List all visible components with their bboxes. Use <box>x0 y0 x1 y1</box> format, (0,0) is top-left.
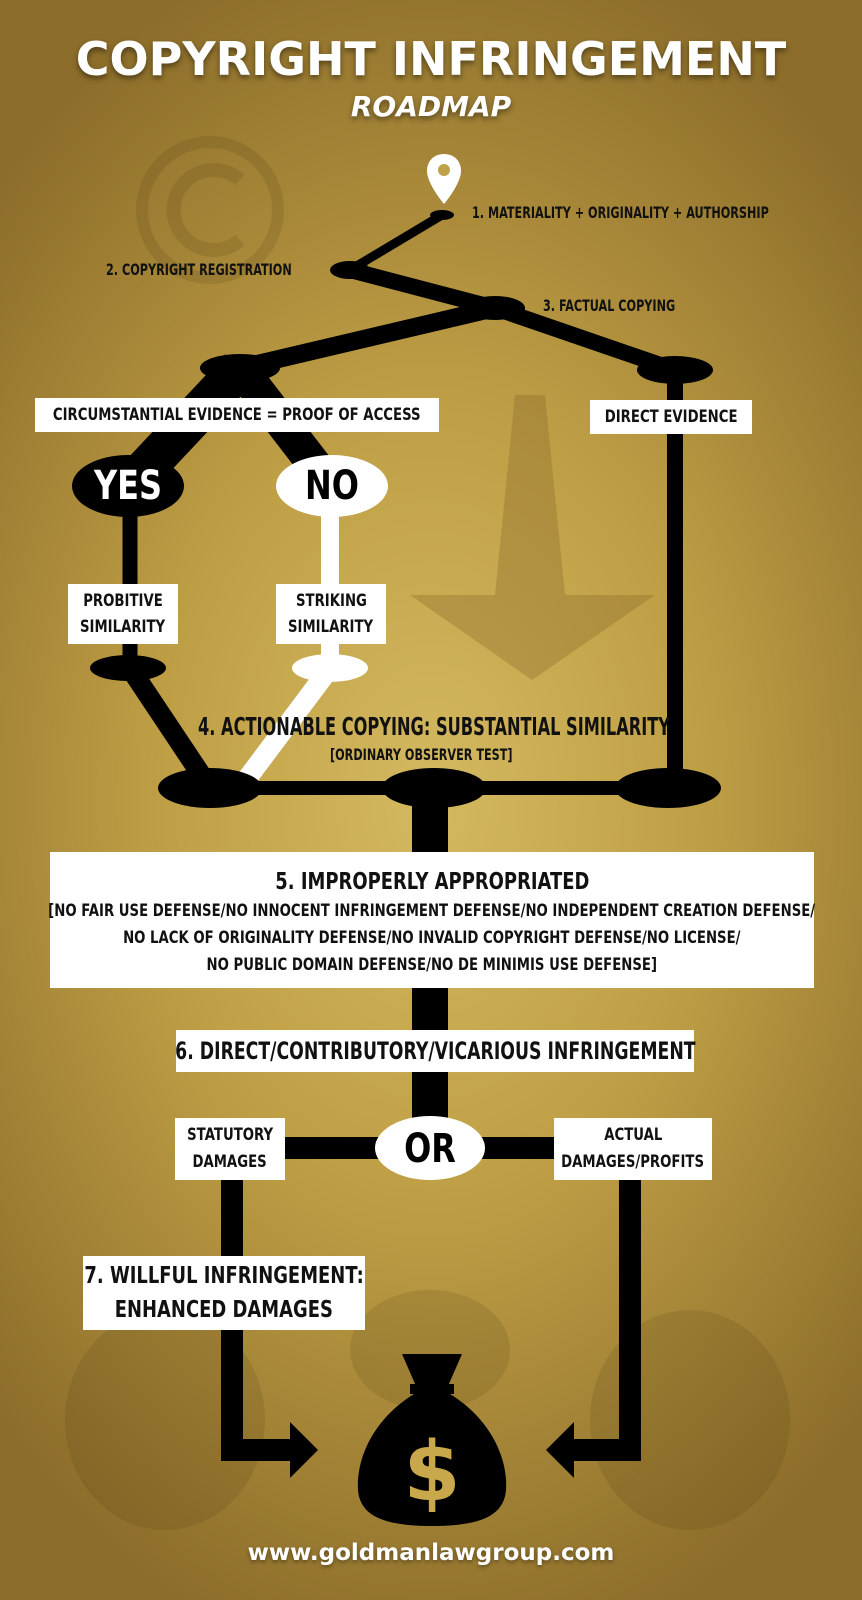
step-5-line-3: NO PUBLIC DOMAIN DEFENSE/NO DE MINIMIS U… <box>206 954 658 975</box>
or-label: OR <box>404 1126 456 1172</box>
striking-line-1: STRIKING <box>295 591 367 611</box>
down-arrow-watermark-icon <box>410 395 655 680</box>
statutory-line-1: STATUTORY <box>186 1125 274 1145</box>
striking-line-2: SIMILARITY <box>288 617 374 637</box>
step-1-label: 1. MATERIALITY + ORIGINALITY + AUTHORSHI… <box>472 203 769 222</box>
actual-line-2: DAMAGES/PROFITS <box>561 1152 705 1172</box>
step-7-line-1: 7. WILLFUL INFRINGEMENT: <box>84 1263 364 1289</box>
striking-similarity-box: STRIKING SIMILARITY <box>276 584 386 644</box>
circumstantial-evidence-box: CIRCUMSTANTIAL EVIDENCE = PROOF OF ACCES… <box>35 398 439 432</box>
direct-evidence-label: DIRECT EVIDENCE <box>604 407 738 427</box>
step-2-label: 2. COPYRIGHT REGISTRATION <box>106 260 292 279</box>
step-7-line-2: ENHANCED DAMAGES <box>114 1297 334 1323</box>
probitive-line-1: PROBITIVE <box>83 591 163 611</box>
circumstantial-evidence-label: CIRCUMSTANTIAL EVIDENCE = PROOF OF ACCES… <box>53 405 421 425</box>
actual-damages-box: ACTUAL DAMAGES/PROFITS <box>554 1118 712 1180</box>
page-title: COPYRIGHT INFRINGEMENT <box>75 32 787 86</box>
page-subtitle: ROADMAP <box>350 90 512 123</box>
direct-evidence-box: DIRECT EVIDENCE <box>590 400 752 434</box>
step-7-box: 7. WILLFUL INFRINGEMENT: ENHANCED DAMAGE… <box>83 1256 365 1330</box>
step-4-sublabel: [ORDINARY OBSERVER TEST] <box>330 745 513 764</box>
yes-label: YES <box>93 463 163 509</box>
probitive-similarity-box: PROBITIVE SIMILARITY <box>68 584 178 644</box>
actual-line-1: ACTUAL <box>603 1125 663 1145</box>
step-4-label: 4. ACTIONABLE COPYING: SUBSTANTIAL SIMIL… <box>198 712 671 741</box>
statutory-damages-box: STATUTORY DAMAGES <box>175 1118 285 1180</box>
money-bag-icon: $ <box>357 1354 507 1526</box>
svg-text:$: $ <box>403 1425 460 1520</box>
location-pin-icon <box>427 154 461 204</box>
probitive-line-2: SIMILARITY <box>80 617 166 637</box>
step-6-box: 6. DIRECT/CONTRIBUTORY/VICARIOUS INFRING… <box>174 1030 696 1072</box>
step-6-label: 6. DIRECT/CONTRIBUTORY/VICARIOUS INFRING… <box>174 1037 696 1065</box>
step-5-line-2: NO LACK OF ORIGINALITY DEFENSE/NO INVALI… <box>123 927 741 948</box>
step-5-title: 5. IMPROPERLY APPROPRIATED <box>274 868 590 895</box>
copyright-watermark-icon <box>136 136 284 284</box>
step-5-line-1: [NO FAIR USE DEFENSE/NO INNOCENT INFRING… <box>48 900 816 921</box>
footer-url[interactable]: www.goldmanlawgroup.com <box>247 1540 615 1566</box>
no-label: NO <box>305 463 359 509</box>
step-3-label: 3. FACTUAL COPYING <box>543 296 676 315</box>
statutory-line-2: DAMAGES <box>192 1152 268 1172</box>
step-5-box: 5. IMPROPERLY APPROPRIATED [NO FAIR USE … <box>48 852 816 988</box>
